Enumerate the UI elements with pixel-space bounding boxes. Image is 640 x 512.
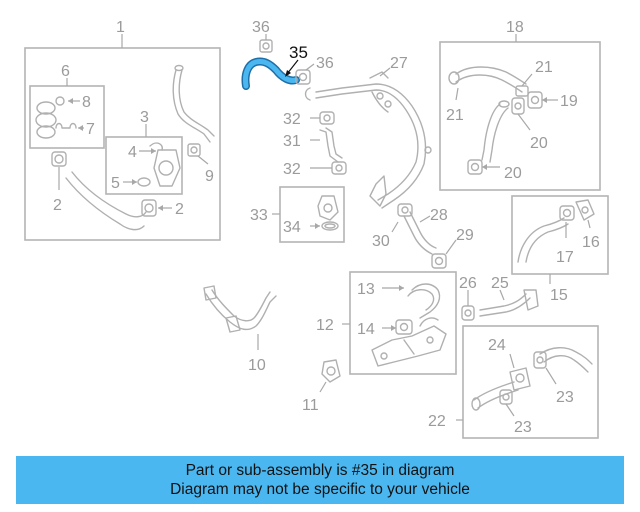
coolant-hose-lower	[65, 177, 145, 231]
part-22-hoses	[471, 347, 593, 411]
callout-23-lower: 23	[514, 419, 532, 436]
callout-23-right: 23	[556, 389, 574, 406]
part-15-hose	[517, 199, 595, 263]
callout-35: 35	[289, 43, 308, 62]
assembly-1-group: 1 6 8 7 3 4 5	[24, 19, 221, 241]
callout-32-upper: 32	[283, 111, 301, 128]
part-9-fitting	[187, 143, 201, 157]
callout-19: 19	[560, 93, 578, 110]
assembly-22-box	[462, 325, 599, 439]
callout-18: 18	[506, 19, 524, 36]
callout-20-upper: 20	[530, 135, 548, 152]
banner-part-text: Part or sub-assembly is #35 in diagram	[185, 462, 455, 479]
callout-2-left: 2	[53, 197, 62, 214]
part-28-hose	[403, 215, 433, 255]
part-30-clamp	[397, 203, 413, 217]
part-32-clamp-lower	[331, 161, 347, 175]
subassembly-6-box	[29, 85, 105, 149]
coolant-hose-upper	[172, 69, 211, 143]
part-34-oring	[321, 221, 339, 231]
part-4-thermostat	[149, 142, 181, 187]
part-25-pipe	[479, 289, 539, 317]
callout-32-lower: 32	[283, 161, 301, 178]
callout-17: 17	[556, 249, 574, 266]
assembly-15-box	[511, 195, 609, 275]
part-32-clamp-upper	[319, 111, 335, 125]
part-29-clamp	[431, 253, 447, 269]
callout-10: 10	[248, 357, 266, 374]
callout-11: 11	[302, 397, 319, 414]
callout-21-left: 21	[446, 107, 464, 124]
banner-disclaimer-text: Diagram may not be specific to your vehi…	[170, 481, 470, 498]
callout-13: 13	[357, 281, 375, 298]
callout-16: 16	[582, 234, 600, 251]
callout-7: 7	[86, 121, 95, 138]
callout-6: 6	[61, 63, 70, 80]
callout-15: 15	[550, 287, 568, 304]
part-26-clamp	[461, 305, 475, 321]
part-2-clamp-left	[51, 151, 67, 167]
part-2-clamp-right	[141, 199, 157, 217]
callout-8: 8	[82, 94, 91, 111]
callout-36-right: 36	[316, 55, 334, 72]
callout-31: 31	[283, 133, 301, 150]
part-36-clamp-top	[259, 39, 273, 53]
assembly-18-box	[439, 41, 601, 191]
callout-34: 34	[283, 219, 301, 236]
callout-2-right: 2	[175, 201, 184, 218]
callout-12: 12	[316, 317, 334, 334]
assembly-12-box	[349, 271, 457, 375]
callout-20-lower: 20	[504, 165, 522, 182]
part-33-housing	[317, 195, 339, 231]
callout-22: 22	[428, 413, 446, 430]
part-10-hose	[203, 285, 277, 333]
callout-33: 33	[250, 207, 268, 224]
callout-3: 3	[140, 109, 149, 126]
callout-26: 26	[459, 275, 477, 292]
part-36-clamp-right	[295, 69, 311, 85]
callout-29: 29	[456, 227, 474, 244]
part-6-parts	[35, 96, 77, 139]
callout-30: 30	[372, 233, 390, 250]
callout-14: 14	[357, 321, 375, 338]
info-banner: Part or sub-assembly is #35 in diagram D…	[16, 456, 624, 504]
callout-27: 27	[390, 55, 408, 72]
subassembly-3-box	[105, 136, 183, 195]
callout-28: 28	[430, 207, 448, 224]
callout-24: 24	[488, 337, 506, 354]
part-18-hoses	[448, 66, 543, 175]
callout-21-right: 21	[535, 59, 553, 76]
part-27-coolant-pipe	[304, 71, 432, 209]
callout-5: 5	[111, 175, 120, 192]
callout-4: 4	[128, 144, 137, 161]
callout-1: 1	[116, 19, 125, 36]
part-31-hose	[319, 129, 339, 163]
callout-25: 25	[491, 275, 509, 292]
part-12-housing	[371, 283, 447, 367]
part-35-hose-highlighted[interactable]	[241, 57, 300, 90]
callout-9: 9	[205, 168, 214, 185]
part-11-fitting	[321, 359, 341, 383]
part-5-oring	[137, 177, 151, 187]
callout-36-top: 36	[252, 19, 270, 36]
